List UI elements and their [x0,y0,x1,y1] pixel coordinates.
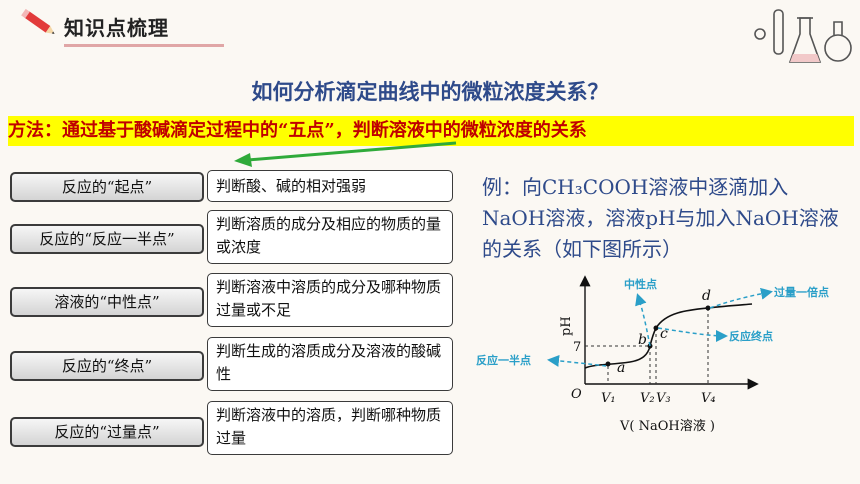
row-desc-start: 判断酸、碱的相对强弱 [207,170,453,202]
point-c [653,325,659,331]
annotation-neutral: 中性点 [624,277,657,291]
row-label-endpoint: 反应的“终点” [10,351,204,381]
x-axis-label: V( NaOH溶液 ) [619,419,715,434]
title-underline [64,44,224,47]
row-label-start: 反应的“起点” [10,172,204,202]
y-tick-7: 7 [573,340,581,355]
pencil-icon [21,8,55,34]
x-tick-v2: V₂ [640,391,655,406]
lab-glassware-icon [754,9,852,63]
point-label-b: b [638,332,647,348]
row-desc-neutral: 判断溶液中溶质的成分及哪种物质过量或不足 [207,273,453,327]
origin-label: O [571,387,582,402]
row-desc-excess: 判断溶液中的溶质，判断哪种物质过量 [207,401,453,455]
row-label-neutral: 溶液的“中性点” [10,287,204,317]
method-text: 方法：通过基于酸碱滴定过程中的“五点”，判断溶液中的微粒浓度的关系 [8,120,587,141]
point-label-d: d [702,288,711,304]
row-desc-half: 判断溶质的成分及相应的物质的量或浓度 [207,210,453,264]
row-desc-endpoint: 判断生成的溶质成分及溶液的酸碱性 [207,337,453,391]
row-label-excess: 反应的“过量点” [10,417,204,447]
x-tick-v4: V₄ [701,391,716,406]
annotation-half: 反应一半点 [476,353,531,367]
point-label-a: a [617,360,625,376]
method-banner: 方法：通过基于酸碱滴定过程中的“五点”，判断溶液中的微粒浓度的关系 [8,116,854,146]
section-title: 知识点梳理 [64,16,169,40]
y-axis-label: pH [559,316,574,336]
titration-curve [584,303,753,369]
annotation-endpoint: 反应终点 [729,329,773,343]
point-d [705,305,711,311]
question-heading: 如何分析滴定曲线中的微粒浓度关系？ [251,80,609,104]
green-arrow-icon [234,141,457,167]
x-tick-v3: V₃ [656,391,671,406]
example-text: 例：向CH₃COOH溶液中逐滴加入NaOH溶液，溶液pH与加入NaOH溶液的关系… [482,175,839,261]
x-tick-v1: V₁ [601,391,616,406]
row-label-half: 反应的“反应一半点” [10,224,204,254]
point-a [605,361,611,367]
titration-graph: a b c d pH 7 O V₁ V₂ V₃ V₄ V( NaOH溶液 ) 中… [476,275,829,434]
point-label-c: c [660,326,668,342]
annotation-excess-double: 过量一倍点 [774,285,829,299]
